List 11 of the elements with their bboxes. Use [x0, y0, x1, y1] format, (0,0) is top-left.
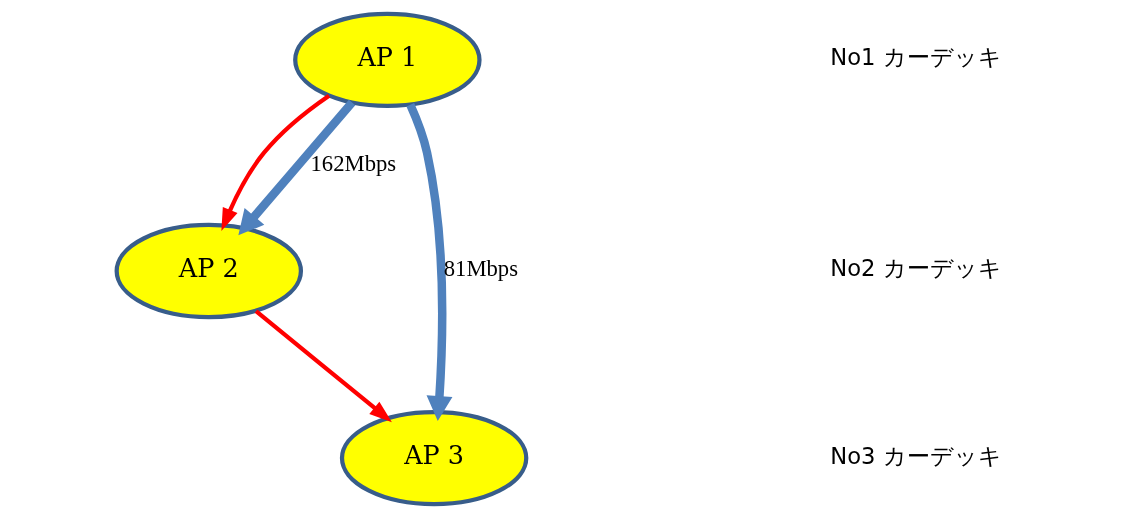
node-ellipse: AP 1	[292, 11, 482, 109]
node-ellipse: AP 2	[114, 222, 303, 320]
edge-label: 162Mbps	[310, 150, 396, 176]
node-ellipse: AP 3	[339, 409, 528, 507]
arrow	[254, 309, 392, 423]
label: No1 カーデッキ	[829, 44, 1002, 71]
arrow	[220, 94, 330, 231]
arrow	[237, 99, 355, 236]
arrow	[405, 103, 452, 421]
label: No3 カーデッキ	[829, 442, 1002, 469]
label: No2 カーデッキ	[829, 255, 1002, 282]
